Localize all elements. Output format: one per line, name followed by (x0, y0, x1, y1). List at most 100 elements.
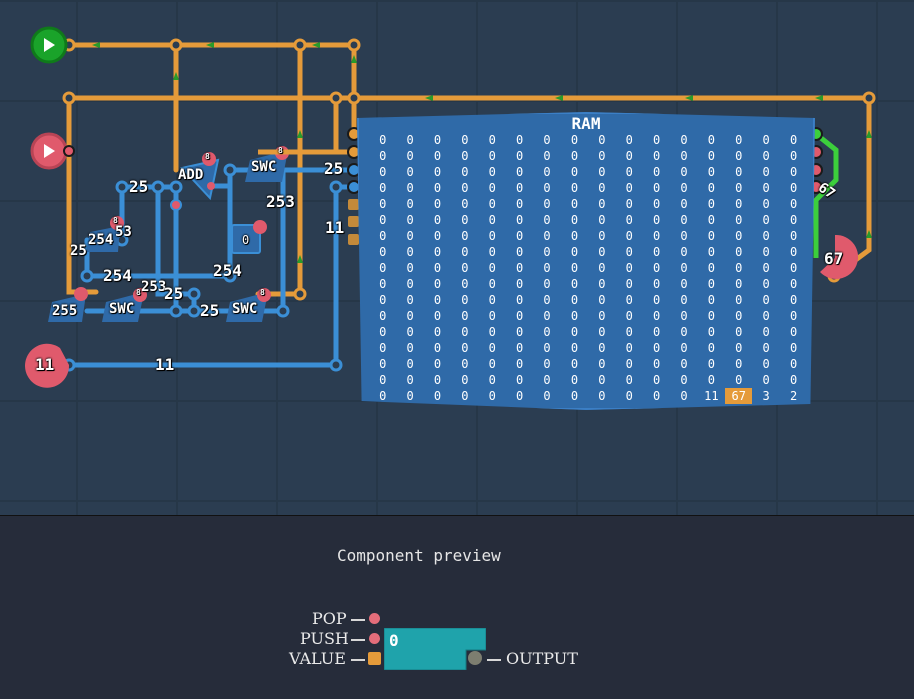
ram-cell: 0 (707, 165, 715, 179)
ram-cell: 0 (461, 165, 469, 179)
label-253-b: 253 (141, 279, 167, 295)
push-pin (369, 633, 380, 644)
ram-cell: 0 (406, 389, 414, 403)
ram-cell: 0 (516, 309, 524, 323)
ram-cell: 0 (461, 389, 469, 403)
ram-cell: 0 (488, 277, 496, 291)
ram-cell: 0 (543, 245, 551, 259)
ram-cell: 0 (598, 149, 606, 163)
ram-cell: 0 (762, 277, 770, 291)
ram-cell: 0 (488, 245, 496, 259)
ram-cell: 0 (652, 261, 661, 275)
add-label[interactable]: ADD (178, 167, 204, 183)
ram-cell: 0 (652, 197, 661, 211)
ram-cell: 0 (762, 181, 770, 195)
ram-cell: 0 (680, 357, 688, 371)
ram-cell: 0 (735, 357, 743, 371)
ram-cell: 0 (461, 213, 469, 227)
swc-left-badge: 8 (136, 288, 141, 297)
ram-cell: 0 (625, 165, 633, 179)
run-input-pin (30, 26, 68, 64)
output-label: OUTPUT (506, 649, 578, 668)
ram-cell: 0 (570, 309, 579, 323)
ram-cell: 0 (379, 181, 387, 195)
ram-cell: 0 (433, 229, 442, 243)
ram-cell: 0 (379, 197, 387, 211)
ram-cell: 0 (789, 133, 798, 147)
ram-cell: 0 (379, 165, 387, 179)
ram-cell: 0 (570, 181, 579, 195)
ram-cell: 0 (488, 229, 496, 243)
ram-cell: 0 (488, 197, 496, 211)
ram-cell: 0 (433, 277, 442, 291)
ram-cell: 0 (516, 229, 524, 243)
ram-cell: 0 (735, 165, 743, 179)
wire-flow-marks (92, 42, 872, 263)
component-preview-panel: Component preview POP PUSH VALUE 0 OUTPU… (0, 515, 914, 699)
ram-cell: 0 (789, 373, 798, 387)
register-component (231, 220, 267, 254)
ram-cell: 0 (433, 245, 442, 259)
ram-cell: 0 (707, 293, 715, 307)
ram-cell: 0 (707, 373, 715, 387)
value-pin (368, 652, 381, 665)
ram-cell: 0 (406, 229, 414, 243)
ram-cell: 0 (433, 373, 442, 387)
ram-cell: 0 (406, 213, 414, 227)
ram-cell: 2 (789, 389, 798, 403)
ram-cell: 0 (570, 229, 579, 243)
ram-cell: 0 (789, 357, 798, 371)
pop-label: POP (312, 609, 347, 628)
ram-cell: 0 (762, 261, 770, 275)
swc-mid-label[interactable]: SWC (232, 301, 258, 317)
ram-cell: 0 (598, 181, 606, 195)
ram-cell: 0 (406, 133, 414, 147)
ram-cell: 0 (406, 245, 414, 259)
ram-cell: 0 (789, 293, 798, 307)
ram-cell: 0 (433, 133, 442, 147)
ram-cell: 0 (707, 213, 715, 227)
ram-cell: 0 (789, 309, 798, 323)
label-254-c: 254 (213, 261, 242, 280)
ram-cell: 0 (406, 373, 414, 387)
ram-cell: 0 (707, 309, 715, 323)
ram-cell: 0 (570, 341, 579, 355)
swc-top-label[interactable]: SWC (251, 159, 277, 175)
ram-cell: 0 (652, 245, 661, 259)
ram-cell: 0 (488, 341, 496, 355)
ram-cell: 0 (680, 373, 688, 387)
ram-cell: 0 (488, 261, 496, 275)
ram-cell: 0 (488, 389, 496, 403)
ram-cell: 0 (598, 165, 606, 179)
ram-cell: 0 (789, 229, 798, 243)
wire-left-vertical (66, 95, 99, 295)
wire-green-output (813, 132, 839, 258)
ram-cell: 0 (433, 325, 442, 339)
label-25-z: 25 (200, 301, 220, 320)
swc-left-label[interactable]: SWC (109, 301, 135, 317)
ram-cell: 0 (625, 341, 633, 355)
ram-cell: 0 (735, 149, 743, 163)
ram-cell: 0 (680, 389, 688, 403)
ram-cell: 0 (598, 133, 606, 147)
input-value[interactable]: 11 (35, 355, 55, 374)
ram-cell: 0 (461, 261, 469, 275)
ram-cell: 0 (570, 389, 579, 403)
register-value[interactable]: 0 (242, 233, 250, 247)
value-label: VALUE (289, 649, 346, 668)
ram-cell: 0 (735, 213, 743, 227)
ram-cell: 0 (543, 181, 551, 195)
ram-cell: 0 (625, 213, 633, 227)
ram-cell: 0 (762, 309, 770, 323)
stack-value: 0 (389, 631, 399, 650)
ram-cell: 0 (488, 357, 496, 371)
ram-cell: 0 (762, 325, 770, 339)
number-output-pin (820, 234, 859, 279)
ram-cell: 0 (707, 277, 715, 291)
ram-cell: 0 (406, 197, 414, 211)
ram-cell: 0 (789, 245, 798, 259)
ram-cell: 11 (704, 389, 719, 403)
ram-cell: 0 (652, 373, 661, 387)
circuit-board[interactable]: 8 8 8 8 8 ADD SWC SWC SWC 0 25 253 11 11… (0, 0, 914, 515)
